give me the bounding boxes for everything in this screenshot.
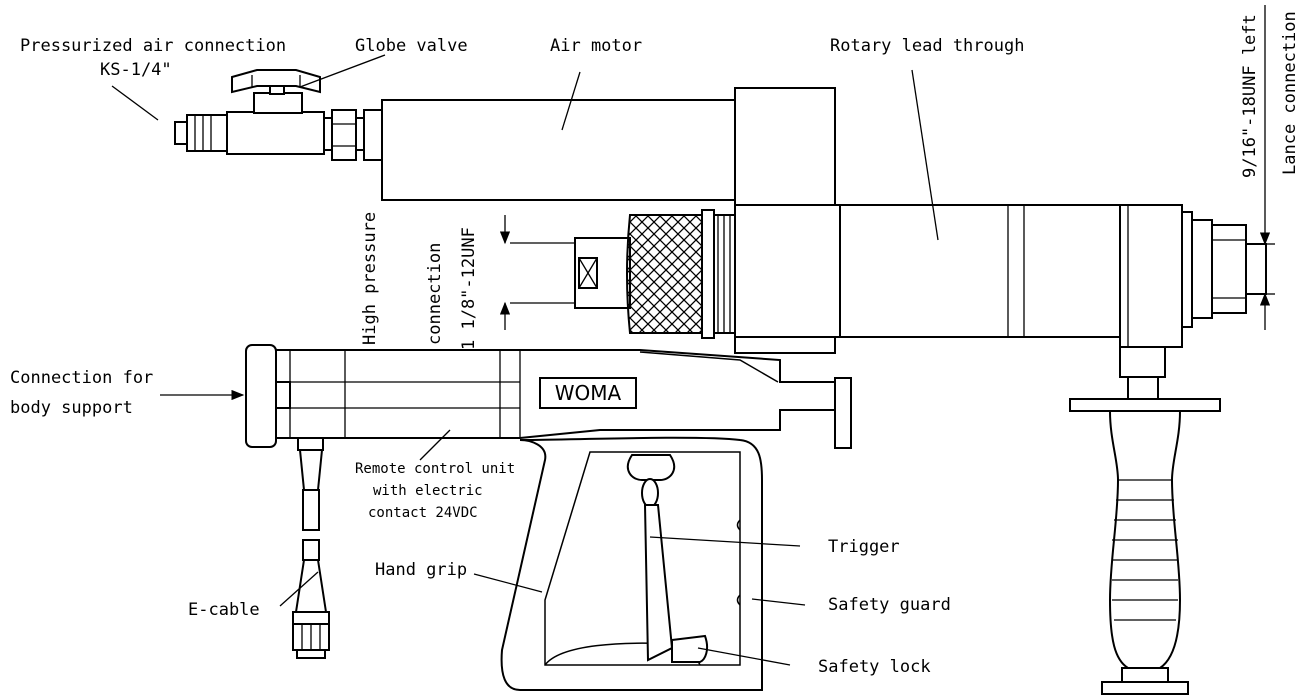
- rotary-lead-through: [734, 204, 1267, 348]
- lance-thread-dimension: [1259, 5, 1275, 330]
- side-handle: [1069, 346, 1221, 695]
- label-e-cable: E-cable: [188, 600, 260, 620]
- e-cable: [292, 437, 330, 659]
- label-rotary-lead: Rotary lead through: [830, 36, 1024, 56]
- hand-grip: [500, 436, 763, 691]
- label-remote-3: contact 24VDC: [368, 505, 478, 521]
- air-motor-housing: [381, 99, 736, 201]
- label-remote-1: Remote control unit: [355, 461, 515, 477]
- label-body-support-1: Connection for: [10, 368, 153, 388]
- label-high-pressure: High pressure: [360, 212, 380, 345]
- label-remote-2: with electric: [373, 483, 483, 499]
- high-pressure-connection: [574, 209, 736, 339]
- label-hand-grip: Hand grip: [375, 560, 467, 580]
- knurled-nut: [626, 214, 703, 334]
- leader-lines: [111, 54, 939, 666]
- label-lance-thread: 9/16"-18UNF left: [1240, 14, 1260, 178]
- woma-badge: [539, 377, 637, 409]
- label-hp-thread: 1 1/8"-12UNF: [459, 227, 479, 350]
- woma-text: WOMA: [555, 381, 622, 405]
- label-air-connection: Pressurized air connection: [20, 36, 286, 56]
- body-support-handle: [245, 344, 291, 448]
- label-air-connection-size: KS-1/4": [100, 60, 172, 80]
- label-safety-lock: Safety lock: [818, 657, 931, 677]
- label-safety-guard: Safety guard: [828, 595, 951, 615]
- globe-valve: [226, 69, 325, 155]
- label-hp-connection: connection: [425, 243, 445, 345]
- valve-fittings: [323, 109, 383, 161]
- label-body-support-2: body support: [10, 398, 133, 418]
- label-lance-connection: Lance connection: [1280, 11, 1300, 175]
- label-globe-valve: Globe valve: [355, 36, 468, 56]
- hp-thread-dimension: [499, 215, 575, 330]
- label-trigger: Trigger: [828, 537, 900, 557]
- pressurized-air-connector: [174, 114, 228, 152]
- label-air-motor: Air motor: [550, 36, 642, 56]
